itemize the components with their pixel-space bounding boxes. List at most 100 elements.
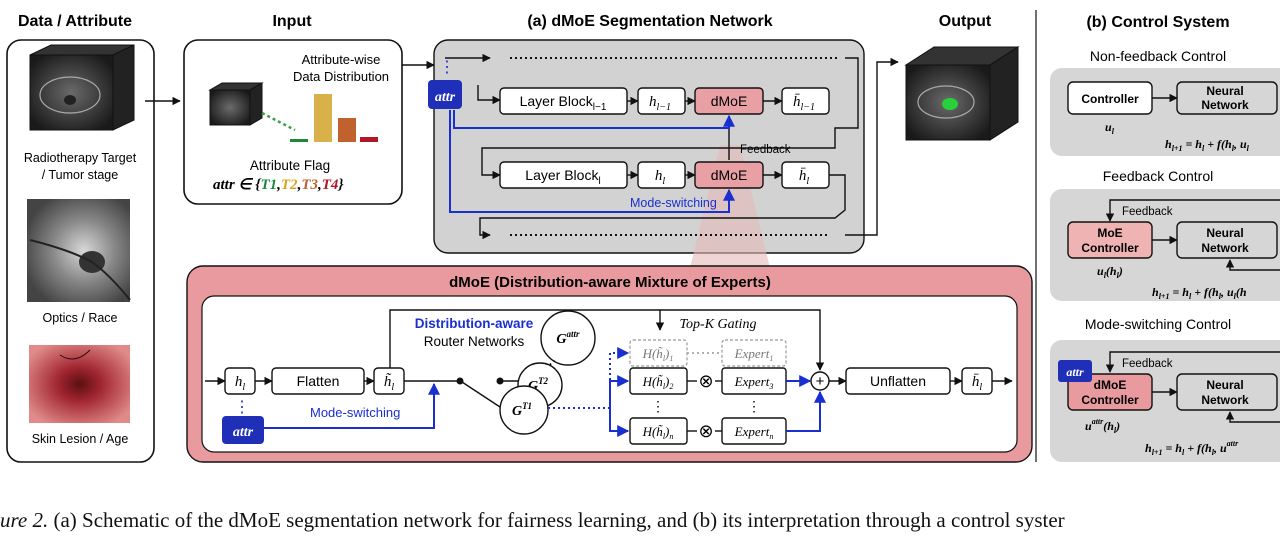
fb-feedback-arrow <box>1105 199 1280 222</box>
ms-control-title: Mode-switching Control <box>1085 316 1231 332</box>
distribution-label-1: Attribute-wise <box>302 52 381 67</box>
feedback-label: Feedback <box>740 144 791 156</box>
svg-text:Network: Network <box>1201 98 1249 112</box>
network-title: (a) dMoE Segmentation Network <box>527 13 772 30</box>
output-column: Output <box>904 13 1020 141</box>
nf-control-input: ul <box>1105 120 1115 136</box>
svg-text:Flatten: Flatten <box>297 373 340 389</box>
mode-switch-line-2 <box>449 110 735 213</box>
ms-feedback-label: Feedback <box>1122 358 1173 370</box>
data-label-tumor-stage: / Tumor stage <box>42 168 118 182</box>
fb-control-input: ul(hl) <box>1097 264 1123 280</box>
dmoe-mode-switch-line <box>264 382 440 429</box>
router-g-attr <box>540 310 596 366</box>
svg-text:⋮: ⋮ <box>234 399 250 416</box>
segmentation-mask <box>942 98 958 110</box>
svg-text:hl: hl <box>655 168 666 187</box>
svg-text:Expertn: Expertn <box>734 424 774 441</box>
svg-text:H(h̃l)2: H(h̃l)2 <box>642 374 674 391</box>
data-label-optics-race: Optics / Race <box>42 311 117 325</box>
data-label-skin-lesion-age: Skin Lesion / Age <box>32 432 129 446</box>
input-panel <box>183 39 403 205</box>
ct-volume-image <box>29 44 135 131</box>
svg-text:Unflatten: Unflatten <box>870 373 926 389</box>
bar-t2 <box>314 94 332 142</box>
network-panel <box>433 39 865 254</box>
loop-arrow-1 <box>481 57 859 180</box>
dmoe-detail: dMoE (Distribution-aware Mixture of Expe… <box>186 265 1033 463</box>
svg-text:dMoE: dMoE <box>711 93 748 109</box>
ms-feedback-arrow <box>1105 351 1280 373</box>
svg-text:hl: hl <box>235 374 246 393</box>
gate-to-hn <box>609 408 630 437</box>
svg-text:Controller: Controller <box>1081 92 1139 106</box>
network-attr-flag <box>428 80 462 109</box>
segmentation-network: attr ⋮ Layer Blockl−1 hl−1 dMoE h̄l−1 Fe… <box>428 39 899 268</box>
dmoe-attr-flag <box>222 416 264 444</box>
router-subtitle: Router Networks <box>424 334 525 349</box>
caption-text: (a) Schematic of the dMoE segmentation n… <box>48 508 1065 532</box>
svg-text:h̄l: h̄l <box>799 168 810 187</box>
svg-text:h̄l−1: h̄l−1 <box>793 94 815 113</box>
svg-text:dMoE: dMoE <box>711 167 748 183</box>
bar-t4 <box>360 137 378 142</box>
svg-text:Layer Blockl: Layer Blockl <box>525 167 600 187</box>
dmoe-mode-switching-label: Mode-switching <box>310 405 400 420</box>
svg-text:Layer Blockl−1: Layer Blockl−1 <box>520 93 607 113</box>
svg-text:h̄l: h̄l <box>972 374 983 393</box>
svg-text:Neural: Neural <box>1206 378 1243 392</box>
mode-switch-line-1 <box>453 110 735 129</box>
loop-arrow-2 <box>479 174 846 240</box>
control-title: (b) Control System <box>1086 14 1229 31</box>
data-label-radiotherapy: Radiotherapy Target <box>24 151 137 165</box>
arrow-to-output <box>845 57 899 236</box>
fb-equation: hl+1 = hl + f(hl, ul(h <box>1152 285 1247 301</box>
bar-t3 <box>338 118 356 142</box>
expert-vdots: ⋮ <box>747 398 761 414</box>
svg-text:dMoE: dMoE <box>1094 378 1127 392</box>
figure-caption: ure 2. (a) Schematic of the dMoE segment… <box>0 508 1280 533</box>
fundus-image <box>27 199 131 302</box>
input-title: Input <box>272 13 312 30</box>
svg-text:Neural: Neural <box>1206 226 1243 240</box>
gate-vdots: ⋮ <box>651 398 665 414</box>
svg-text:MoE: MoE <box>1097 226 1122 240</box>
svg-text:attr: attr <box>1066 365 1084 379</box>
svg-text:+: + <box>816 373 825 390</box>
ms-control-input: uattr(hl) <box>1085 417 1120 435</box>
control-system: (b) Control System Non-feedback Control … <box>1050 14 1280 462</box>
svg-text:Expert1: Expert1 <box>734 346 774 363</box>
svg-text:h̃l: h̃l <box>384 373 395 393</box>
bar-t1 <box>290 139 308 142</box>
skin-lesion-image <box>29 345 130 423</box>
gate-to-h2 <box>609 375 630 408</box>
output-title: Output <box>939 13 992 30</box>
mode-switching-label: Mode-switching <box>630 196 717 210</box>
svg-text:Controller: Controller <box>1081 393 1139 407</box>
distribution-dotted-link <box>261 111 296 132</box>
multiply-2: ⊗ <box>698 371 713 391</box>
multiply-n: ⊗ <box>698 421 713 441</box>
data-attribute-title: Data / Attribute <box>18 13 132 30</box>
nonfeedback-title: Non-feedback Control <box>1090 48 1226 64</box>
gate-to-h1 <box>548 347 630 409</box>
residual-line <box>660 309 825 371</box>
svg-text:Expert3: Expert3 <box>734 374 774 391</box>
svg-text:hl−1: hl−1 <box>649 94 671 113</box>
htilde-to-gating <box>389 309 665 368</box>
fb-feedback-label: Feedback <box>1122 206 1173 218</box>
data-attribute-column: Data / Attribute Radiotherapy Target / T… <box>6 13 155 463</box>
svg-text:Network: Network <box>1201 241 1249 255</box>
attribute-flag-label: Attribute Flag <box>250 158 330 173</box>
feedback-control-title: Feedback Control <box>1103 168 1214 184</box>
ms-equation: hl+1 = hl + f(hl, uattr <box>1145 439 1239 457</box>
hbar-prev <box>781 87 830 115</box>
router-title: Distribution-aware <box>415 316 534 331</box>
distribution-label-2: Data Distribution <box>293 69 389 84</box>
router-switch <box>461 381 501 408</box>
neural-network-1 <box>1176 81 1278 115</box>
nf-equation: hl+1 = hl + f(hl, ul <box>1165 137 1250 153</box>
neural-network-3 <box>1176 373 1278 411</box>
svg-text:attr: attr <box>435 90 456 105</box>
neural-network-2 <box>1176 221 1278 259</box>
